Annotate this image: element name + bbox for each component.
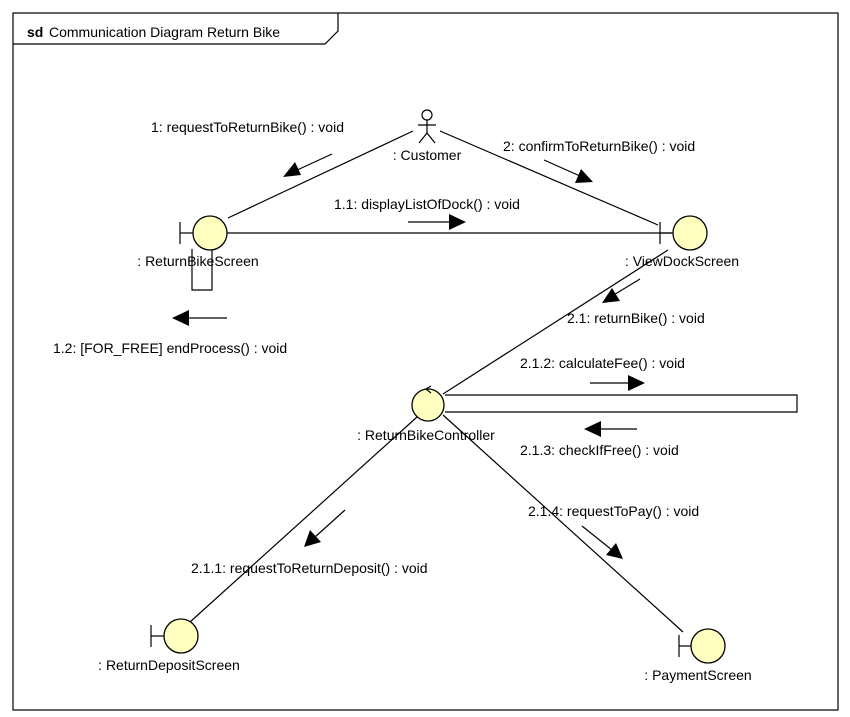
message-2: 2: confirmToReturnBike() : void (503, 138, 695, 183)
link-controller-returndepositscreen (189, 416, 418, 623)
viewdockscreen-label: : ViewDockScreen (625, 253, 739, 269)
message-label: 1.2: [FOR_FREE] endProcess() : void (53, 340, 287, 356)
paymentscreen-label: : PaymentScreen (644, 667, 751, 683)
link-controller-paymentscreen (442, 414, 684, 633)
message-label: 2.1: returnBike() : void (567, 310, 705, 326)
customer-label: : Customer (393, 147, 462, 163)
message-label: 1.1: displayListOfDock() : void (334, 196, 520, 212)
links (189, 130, 798, 633)
link-customer-viewdockscreen (439, 130, 659, 226)
frame-title: Communication Diagram Return Bike (49, 24, 280, 40)
frame-keyword: sd (27, 24, 43, 40)
self-link-returnbikescreen (191, 249, 213, 291)
customer-actor[interactable]: : Customer (393, 109, 462, 163)
message-arrow (543, 159, 581, 177)
message-label: 2: confirmToReturnBike() : void (503, 138, 695, 154)
returndepositscreen-label: : ReturnDepositScreen (98, 657, 240, 673)
paymentscreen-object[interactable]: : PaymentScreen (644, 628, 752, 683)
returnbikecontroller-label: : ReturnBikeController (357, 427, 495, 443)
message-2-1-1: 2.1.1: requestToReturnDeposit() : void (191, 509, 428, 576)
message-2-1-3: 2.1.3: checkIfFree() : void (520, 421, 679, 458)
returnbikescreen-label: : ReturnBikeScreen (137, 253, 258, 269)
message-label: 1: requestToReturnBike() : void (151, 119, 344, 135)
link-viewdockscreen-controller (442, 249, 669, 395)
self-link-controller (445, 394, 798, 413)
message-1-1: 1.1: displayListOfDock() : void (334, 196, 520, 230)
link-customer-returnbikescreen (227, 130, 414, 219)
diagram-frame: sd Communication Diagram Return Bike (12, 12, 839, 711)
message-arrow (314, 509, 346, 538)
viewdockscreen-object[interactable]: : ViewDockScreen (625, 215, 739, 269)
message-arrow (581, 525, 613, 551)
actor-icon (421, 109, 433, 121)
message-2-1-4: 2.1.4: requestToPay() : void (528, 503, 699, 559)
message-label: 2.1.4: requestToPay() : void (528, 503, 699, 519)
message-arrow (611, 278, 641, 297)
message-label: 2.1.3: checkIfFree() : void (520, 442, 679, 458)
message-label: 2.1.2: calculateFee() : void (520, 355, 685, 371)
message-label: 2.1.1: requestToReturnDeposit() : void (191, 560, 428, 576)
returnbikescreen-object[interactable]: : ReturnBikeScreen (137, 215, 259, 269)
message-2-1: 2.1: returnBike() : void (567, 278, 705, 326)
message-2-1-2: 2.1.2: calculateFee() : void (520, 355, 685, 391)
returnbikecontroller-object[interactable]: : ReturnBikeController (357, 385, 495, 443)
message-1-2: 1.2: [FOR_FREE] endProcess() : void (53, 310, 287, 356)
control-arrow-icon (424, 385, 432, 394)
message-1: 1: requestToReturnBike() : void (151, 119, 344, 177)
returndepositscreen-object[interactable]: : ReturnDepositScreen (98, 618, 240, 673)
message-arrow (294, 153, 333, 172)
